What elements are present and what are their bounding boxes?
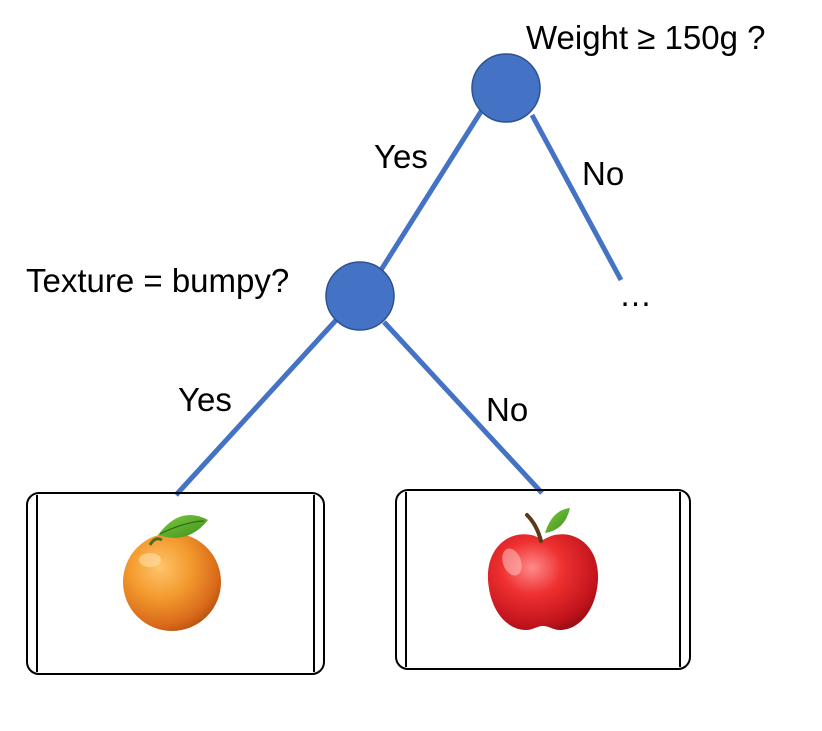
apple-icon	[487, 508, 599, 630]
root-yes-label: Yes	[374, 138, 428, 175]
texture-no-label: No	[486, 391, 528, 428]
leaf-orange	[26, 492, 325, 675]
edge-root-no	[529, 113, 624, 282]
texture-node	[325, 261, 395, 331]
root-question: Weight ≥ 150g ?	[526, 19, 766, 56]
no-branch-continuation: …	[619, 276, 652, 313]
edge-root-yes	[378, 108, 485, 272]
root-node	[471, 53, 541, 123]
texture-yes-label: Yes	[178, 381, 232, 418]
edge-texture-yes	[174, 316, 340, 497]
edge-texture-no	[382, 320, 544, 495]
leaf-apple	[395, 489, 691, 670]
texture-question: Texture = bumpy?	[26, 262, 289, 299]
orange-icon	[123, 515, 221, 631]
root-no-label: No	[582, 155, 624, 192]
